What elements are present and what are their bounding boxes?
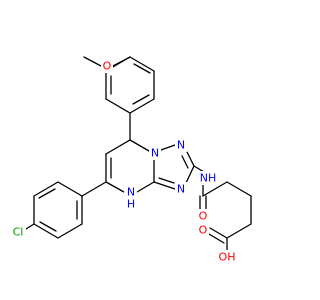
bond-mp-4 [105,98,131,114]
bond-cp-2 [33,181,59,197]
bond-n3-c3a-double [158,177,175,184]
ring-nh-h-label: H [127,198,135,211]
bond-cp-d2 [39,221,57,232]
bond-cp-cl [25,223,35,230]
bond-co-ch2a [202,181,228,197]
bond-cp-5 [57,223,83,239]
bond-n1-c2-double [181,155,189,169]
molecule-canvas: O Cl N N N N H NH O O OH [8,56,252,264]
bond-cooh-o [209,227,228,239]
triazole-n3-label: N [177,183,185,196]
bonds [25,56,252,251]
bond-ch2a-ch2b [226,181,252,197]
amide-nh-label: NH [200,172,217,185]
atom-labels: O Cl N N N N H NH O O OH [8,59,239,264]
bond-n3-c3a [153,181,176,190]
amide-oxygen-label: O [199,210,208,223]
bond-ch2c-cooh [226,223,252,239]
bond-c7-c6 [105,139,131,155]
triazole-n1-label: N [177,139,185,152]
bond-n7a-c7 [129,139,150,152]
acid-hydroxyl-label: OH [219,251,236,264]
ring-nh-n-label: N [127,186,135,199]
bond-c2-n3 [185,165,195,184]
structure-diagram: O Cl N N N N H NH O O OH [8,56,252,264]
bond-mp-3 [129,98,155,114]
bond-cp-4 [33,223,59,239]
bond-mp-d1 [133,63,151,74]
bond-n4-c3a [136,181,155,193]
bond-cp-1 [57,181,83,197]
bond-methyl-o [83,56,102,67]
bond-n1-c2 [186,151,195,167]
bond-n7a-n1 [160,144,176,151]
bond-mp-d2 [132,94,150,105]
bond-c5-cp [81,181,107,197]
bond-mp-1 [129,56,155,72]
bond-c5-n4 [105,181,125,193]
methoxy-oxygen-label: O [103,60,112,73]
bridgehead-n-label: N [151,147,159,160]
bond-cp-d1 [38,188,56,199]
acid-carbonyl-oxygen-label: O [199,224,208,237]
chlorine-label: Cl [13,226,24,239]
bond-cooh-o-double [208,233,225,244]
